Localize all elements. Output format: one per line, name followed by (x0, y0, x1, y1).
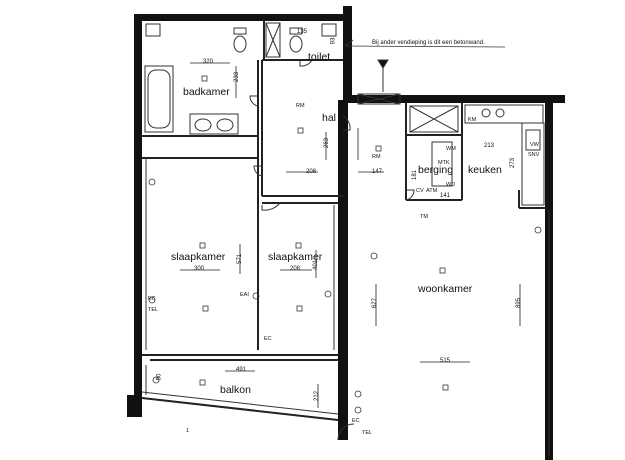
dim-toilet-height: 93 (330, 37, 337, 45)
label-ec-1: EC (148, 296, 156, 302)
dim-hal-width: 208 (306, 169, 317, 175)
toilets (145, 23, 337, 53)
exterior-walls (127, 6, 565, 460)
room-label-toilet: toilet (308, 51, 331, 63)
label-tm: TM (420, 214, 428, 220)
dim-bad-width: 320 (203, 59, 214, 65)
floor-note: Bij ander vendieping is dit een betonwan… (372, 40, 485, 46)
dim-berging-height: 181 (412, 169, 419, 181)
outlet-circles (148, 178, 542, 414)
bathtub (144, 65, 174, 133)
label-ec-2: EC (264, 336, 272, 342)
dim-slaapkamer1-height: 571 (237, 253, 244, 265)
label-wm: WM (446, 146, 456, 152)
room-label-keuken: keuken (468, 164, 502, 176)
room-label-berging: berging (418, 164, 454, 176)
storage-box (409, 105, 459, 187)
dim-woonkamer-height-2: 895 (516, 297, 523, 309)
fixture-squares (199, 75, 449, 391)
label-km: KM (468, 117, 477, 123)
dim-bad-height: 233 (234, 71, 241, 83)
dim-berging-width: 141 (440, 193, 451, 199)
dim-woonkamer-width: 515 (440, 358, 451, 364)
label-mtk: MTK (438, 160, 450, 166)
label-ec-3: EC (352, 418, 360, 424)
label-vw: VW (530, 142, 539, 148)
dim-balkon-height-2: 50 (156, 373, 163, 381)
label-tel-1: TEL (148, 307, 159, 313)
room-label-badkamer: badkamer (183, 86, 230, 98)
note-leader-2 (344, 39, 354, 47)
dim-keuken-height: 273 (510, 157, 517, 169)
dim-balkon-height: 212 (314, 390, 321, 402)
label-snv: SNV (528, 152, 540, 158)
doors (249, 59, 415, 441)
window-lines (141, 158, 550, 455)
room-label-balkon: balkon (220, 384, 251, 396)
label-wd: WD (446, 182, 456, 188)
interior-walls (141, 21, 545, 421)
dim-hal2-width: 147 (372, 169, 383, 175)
label-eai: EAI (240, 292, 249, 298)
room-label-hal: hal (322, 112, 337, 124)
room-label-slaapkamer-1: slaapkamer (171, 251, 226, 263)
label-rm-1: RM (296, 103, 305, 109)
dim-slaapkamer2-height: 401 (313, 259, 320, 271)
label-cv: CV (416, 188, 424, 194)
dimension-arrows (180, 62, 521, 408)
label-atm: ATM (426, 188, 438, 194)
dim-toilet-width: 135 (297, 29, 308, 35)
washbasins (189, 113, 239, 135)
note-leader (344, 45, 506, 48)
hal-hatch (357, 59, 401, 105)
room-label-slaapkamer-2: slaapkamer (268, 251, 323, 263)
dim-hal-height: 263 (324, 137, 331, 149)
label-bottom-number: 1 (186, 428, 190, 434)
dim-keuken-width: 213 (484, 143, 495, 149)
label-tel-2: TEL (362, 430, 373, 436)
dim-slaapkamer1-width: 300 (194, 266, 205, 272)
shaft (265, 22, 281, 58)
dim-woonkamer-height: 627 (372, 297, 379, 309)
dim-balkon-width: 491 (236, 367, 247, 373)
kitchen-counter (464, 104, 545, 206)
dim-slaapkamer2-width: 208 (290, 266, 301, 272)
label-rm-2: RM (372, 154, 381, 160)
room-label-woonkamer: woonkamer (418, 283, 473, 295)
